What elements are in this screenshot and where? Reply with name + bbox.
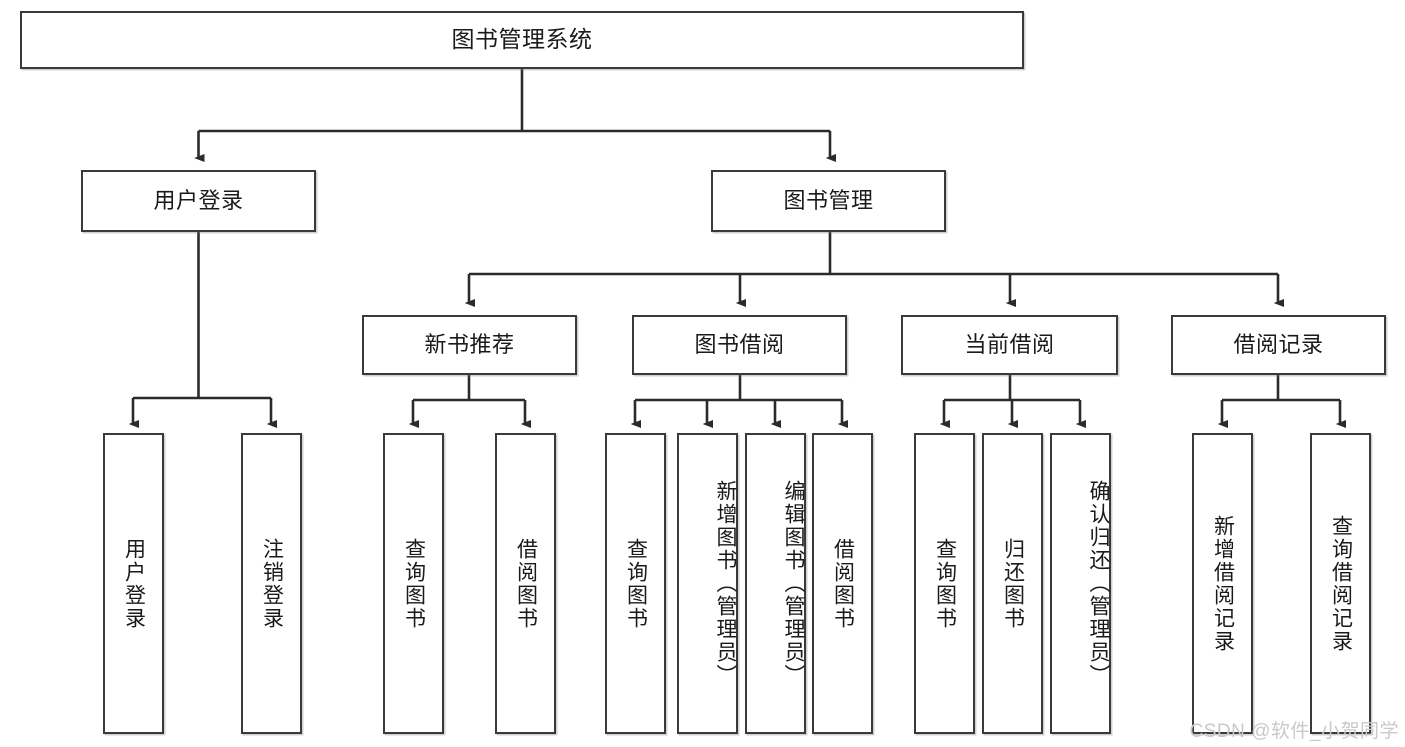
leaf-query-book-2[interactable]: 查询图书 [605,433,666,734]
node-label: 查询图书 [933,537,957,630]
node-label: 查询图书 [402,537,426,630]
node-label: 借阅图书 [514,537,538,630]
node-label: 查询借阅记录 [1329,514,1353,653]
node-label: 新增图书（管理员） [714,480,737,687]
leaf-query-book-1[interactable]: 查询图书 [383,433,444,734]
node-label: 查询图书 [624,537,648,630]
leaf-user-logout[interactable]: 注销登录 [241,433,302,734]
node-new-book-rec[interactable]: 新书推荐 [362,315,577,375]
node-label: 用户登录 [122,537,146,630]
node-book-borrow[interactable]: 图书借阅 [632,315,847,375]
node-label: 用户登录 [153,187,244,213]
leaf-add-book[interactable]: 新增图书（管理员） [677,433,738,734]
node-label: 归还图书 [1001,537,1025,630]
leaf-edit-book[interactable]: 编辑图书（管理员） [745,433,806,734]
node-label: 借阅记录 [1233,331,1324,357]
node-label: 图书管理 [783,187,874,213]
node-label: 编辑图书（管理员） [782,480,805,687]
leaf-query-record[interactable]: 查询借阅记录 [1310,433,1371,734]
leaf-query-book-3[interactable]: 查询图书 [914,433,975,734]
node-book-manage[interactable]: 图书管理 [711,170,946,232]
csdn-watermark: CSDN @软件_小贺同学 [1189,721,1399,742]
leaf-user-login[interactable]: 用户登录 [103,433,164,734]
node-current-borrow[interactable]: 当前借阅 [901,315,1118,375]
node-label: 借阅图书 [831,537,855,630]
leaf-add-record[interactable]: 新增借阅记录 [1192,433,1253,734]
node-label: 确认归还（管理员） [1087,480,1110,687]
node-borrow-record[interactable]: 借阅记录 [1171,315,1386,375]
leaf-return-book[interactable]: 归还图书 [982,433,1043,734]
node-label: 图书借阅 [694,331,785,357]
node-user-login[interactable]: 用户登录 [81,170,316,232]
node-label: 新书推荐 [424,331,515,357]
node-label: 新增借阅记录 [1211,514,1235,653]
node-root-system[interactable]: 图书管理系统 [20,11,1024,69]
node-label: 图书管理系统 [451,26,593,53]
leaf-borrow-book-1[interactable]: 借阅图书 [495,433,556,734]
node-label: 注销登录 [260,537,284,630]
node-label: 当前借阅 [964,331,1055,357]
leaf-confirm-return[interactable]: 确认归还（管理员） [1050,433,1111,734]
leaf-borrow-book-2[interactable]: 借阅图书 [812,433,873,734]
